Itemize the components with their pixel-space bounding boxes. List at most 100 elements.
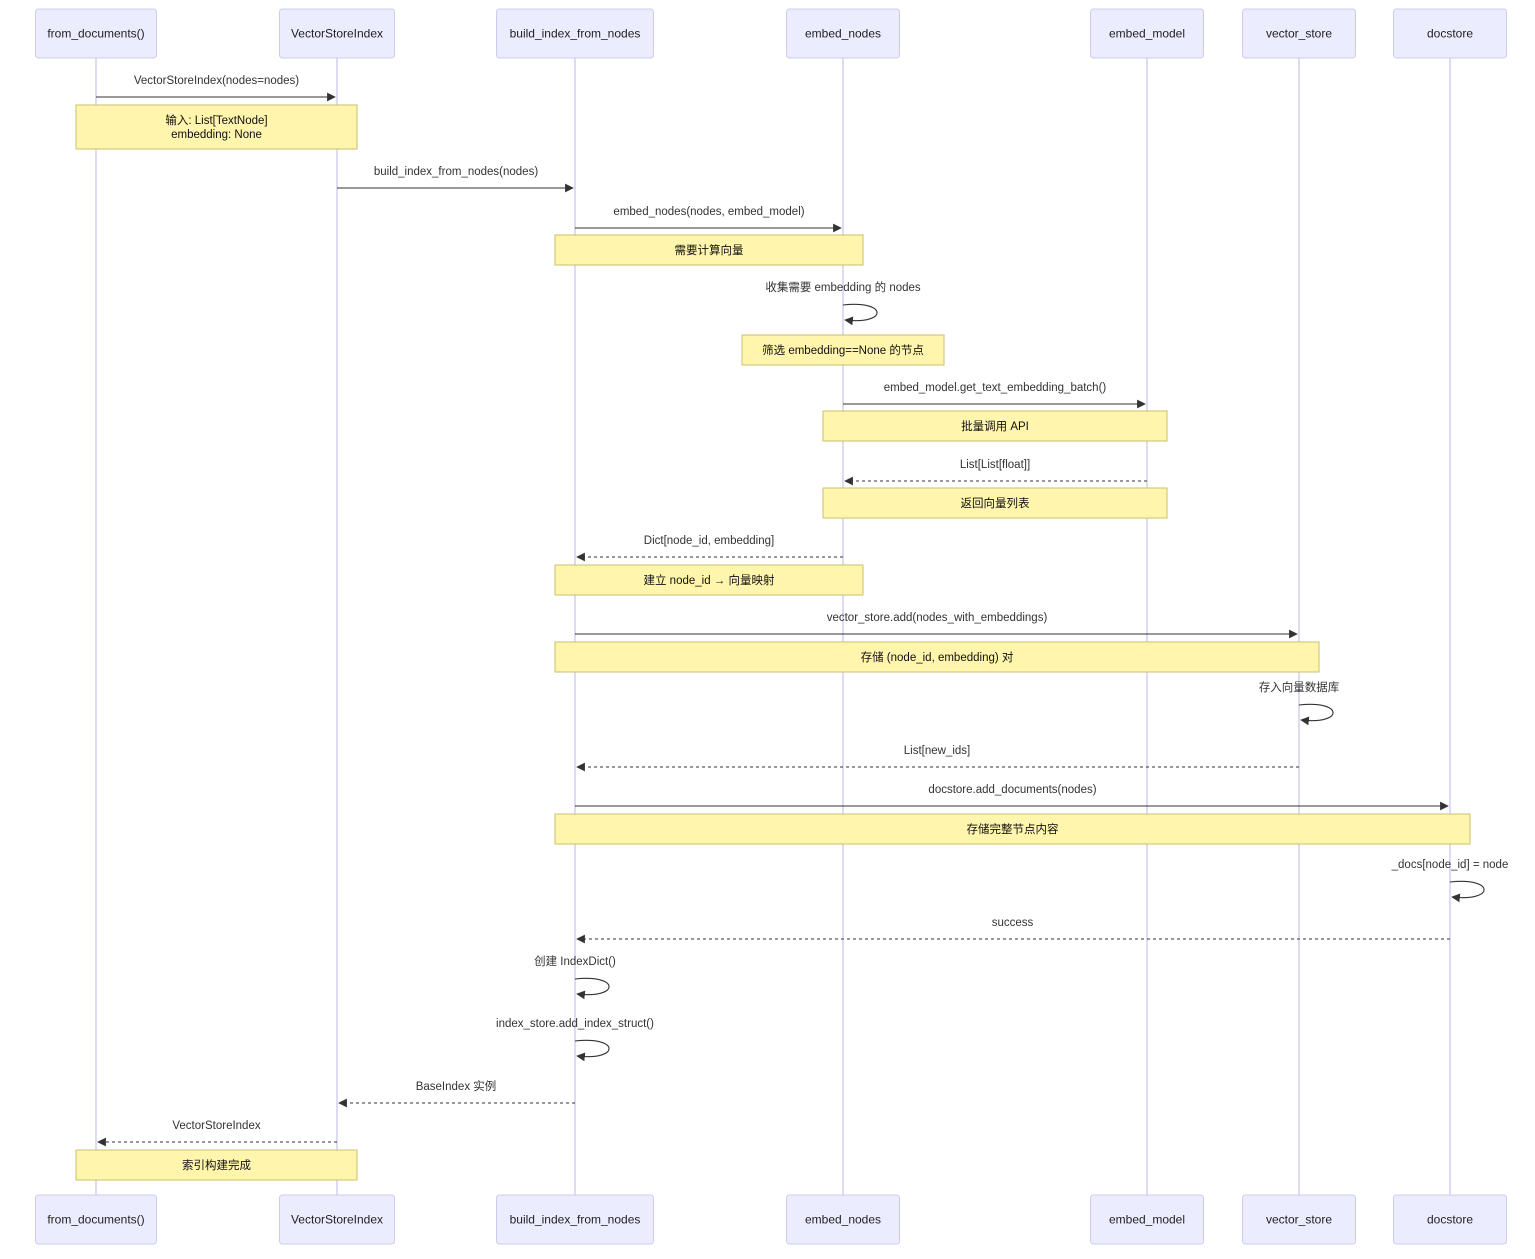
message-label: build_index_from_nodes(nodes) [374, 166, 538, 178]
message-25: VectorStoreIndex [97, 1120, 337, 1147]
participant-embed-model-bottom: embed_model [1090, 1194, 1204, 1245]
participant-box [1393, 1194, 1507, 1245]
message-3: build_index_from_nodes(nodes) [337, 166, 574, 193]
note-26: 索引构建完成 [75, 1149, 358, 1181]
message-label: success [992, 917, 1034, 929]
message-label: 存入向量数据库 [1259, 680, 1340, 694]
message-label: vector_store.add(nodes_with_embeddings) [827, 612, 1048, 624]
participant-vectorstoreindex-bottom: VectorStoreIndex [279, 1194, 395, 1245]
self-message-22: 创建 IndexDict() [534, 954, 616, 1000]
participant-box [1242, 1194, 1356, 1245]
note-box [741, 334, 945, 366]
note-box [822, 487, 1168, 519]
participant-label: build_index_from_nodes [510, 27, 641, 41]
self-message-arrow [574, 977, 610, 1000]
message-24: BaseIndex 实例 [338, 1079, 575, 1108]
note-text: 存储 (node_id, embedding) 对 [861, 650, 1014, 664]
note-box [554, 564, 864, 596]
message-label: BaseIndex 实例 [416, 1079, 497, 1093]
note-13: 建立 node_id → 向量映射 [554, 564, 864, 596]
note-text: 返回向量列表 [961, 496, 1030, 510]
message-label: docstore.add_documents(nodes) [928, 784, 1096, 796]
participant-box [1090, 8, 1204, 59]
note-text: 输入: List[TextNode] [165, 113, 267, 127]
note-text: 需要计算向量 [675, 243, 744, 257]
participant-embed-nodes-bottom: embed_nodes [786, 1194, 900, 1245]
self-message-arrow [574, 1039, 610, 1062]
participant-vectorstoreindex-top: VectorStoreIndex [279, 8, 395, 59]
message-12: Dict[node_id, embedding] [576, 535, 843, 562]
note-text: 批量调用 API [961, 419, 1029, 433]
message-21: success [576, 917, 1450, 944]
participant-label: docstore [1427, 1213, 1473, 1227]
participant-label: from_documents() [47, 1213, 144, 1227]
participant-label: VectorStoreIndex [291, 1213, 383, 1227]
participant-from-documents-top: from_documents() [35, 8, 157, 59]
self-message-arrow [1449, 880, 1485, 903]
note-text: embedding: None [171, 129, 262, 141]
participant-embed-nodes-top: embed_nodes [786, 8, 900, 59]
note-11: 返回向量列表 [822, 487, 1168, 519]
note-text: 存储完整节点内容 [967, 822, 1059, 836]
participant-box [786, 8, 900, 59]
participant-build-index-from-nodes-bottom: build_index_from_nodes [496, 1194, 654, 1245]
self-message-arrow [1298, 703, 1334, 726]
participant-vector-store-top: vector_store [1242, 8, 1356, 59]
participant-label: vector_store [1266, 27, 1332, 41]
participant-label: vector_store [1266, 1213, 1332, 1227]
note-box [554, 813, 1471, 845]
message-label: embed_model.get_text_embedding_batch() [884, 382, 1107, 394]
self-message-20: _docs[node_id] = node [1391, 859, 1509, 903]
note-box [75, 1149, 358, 1181]
message-label: Dict[node_id, embedding] [644, 535, 774, 547]
participant-box [786, 1194, 900, 1245]
message-label: List[List[float]] [960, 459, 1030, 471]
note-15: 存储 (node_id, embedding) 对 [554, 641, 1320, 673]
participant-box [1393, 8, 1507, 59]
participant-docstore-bottom: docstore [1393, 1194, 1507, 1245]
message-label: embed_nodes(nodes, embed_model) [613, 206, 804, 218]
self-message-16: 存入向量数据库 [1259, 680, 1340, 726]
message-18: docstore.add_documents(nodes) [575, 784, 1449, 811]
participant-label: from_documents() [47, 27, 144, 41]
note-text: 筛选 embedding==None 的节点 [762, 343, 924, 357]
message-label: VectorStoreIndex(nodes=nodes) [134, 75, 299, 87]
message-4: embed_nodes(nodes, embed_model) [575, 206, 842, 233]
note-box [554, 641, 1320, 673]
participant-label: embed_model [1109, 27, 1185, 41]
participant-docstore-top: docstore [1393, 8, 1507, 59]
participant-label: VectorStoreIndex [291, 27, 383, 41]
note-9: 批量调用 API [822, 410, 1168, 442]
self-message-23: index_store.add_index_struct() [496, 1018, 654, 1062]
participant-box [35, 8, 157, 59]
participant-box [35, 1194, 157, 1245]
note-text: 索引构建完成 [182, 1158, 251, 1172]
note-5: 需要计算向量 [554, 234, 864, 266]
message-8: embed_model.get_text_embedding_batch() [843, 382, 1146, 409]
self-message-6: 收集需要 embedding 的 nodes [765, 280, 921, 326]
note-box [75, 104, 358, 150]
participant-embed-model-top: embed_model [1090, 8, 1204, 59]
message-label: 收集需要 embedding 的 nodes [765, 280, 921, 294]
message-10: List[List[float]] [844, 459, 1147, 486]
message-label: _docs[node_id] = node [1391, 859, 1509, 871]
participant-label: embed_model [1109, 1213, 1185, 1227]
message-label: index_store.add_index_struct() [496, 1018, 654, 1030]
participant-label: docstore [1427, 27, 1473, 41]
participant-box [279, 1194, 395, 1245]
participant-box [1242, 8, 1356, 59]
participant-vector-store-bottom: vector_store [1242, 1194, 1356, 1245]
participant-from-documents-bottom: from_documents() [35, 1194, 157, 1245]
message-1: VectorStoreIndex(nodes=nodes) [96, 75, 336, 102]
note-19: 存储完整节点内容 [554, 813, 1471, 845]
note-7: 筛选 embedding==None 的节点 [741, 334, 945, 366]
participant-label: embed_nodes [805, 27, 881, 41]
participant-box [1090, 1194, 1204, 1245]
message-label: 创建 IndexDict() [534, 954, 616, 968]
note-text: 建立 node_id → 向量映射 [643, 573, 775, 587]
participant-box [496, 1194, 654, 1245]
note-box [822, 410, 1168, 442]
participant-build-index-from-nodes-top: build_index_from_nodes [496, 8, 654, 59]
note-box [554, 234, 864, 266]
